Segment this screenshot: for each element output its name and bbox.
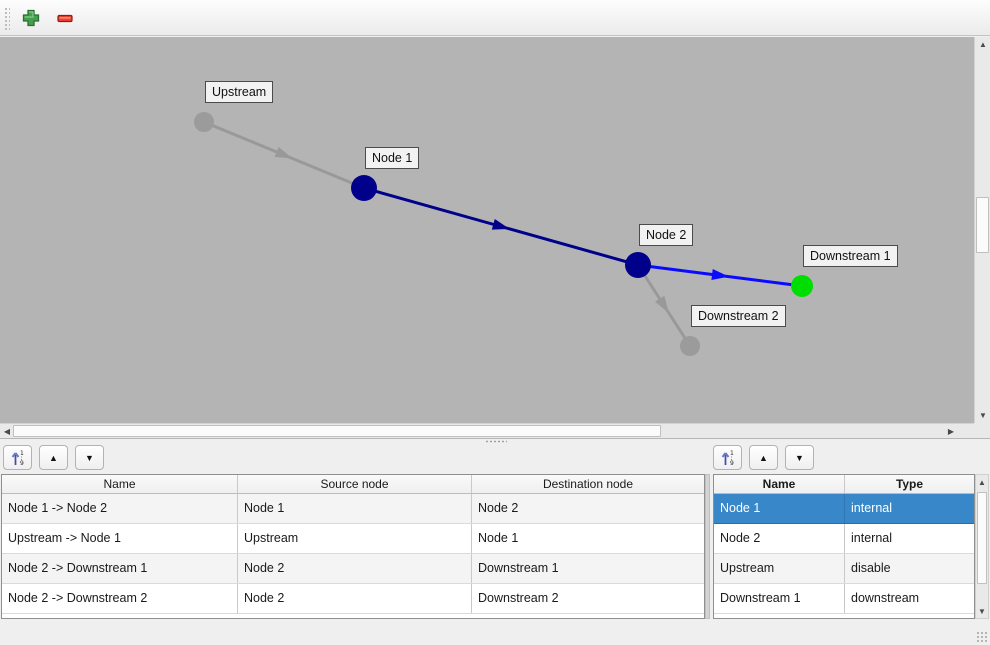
- move-up-icon: ▲: [49, 452, 58, 463]
- table-cell: Downstream 2: [478, 591, 559, 605]
- edges-table-vscrollbar[interactable]: [705, 474, 710, 619]
- table-cell: Node 2 -> Downstream 1: [2, 554, 238, 583]
- scroll-up-icon[interactable]: ▲: [975, 37, 990, 52]
- scroll-down-icon[interactable]: ▼: [975, 408, 990, 423]
- plus-icon: [22, 9, 40, 26]
- nodes-toolbar: 1 9 ▲ ▼: [713, 445, 814, 471]
- graph-node-Downstream 1[interactable]: [791, 275, 813, 297]
- column-header[interactable]: Name: [2, 475, 238, 493]
- hscroll-thumb[interactable]: [13, 425, 661, 437]
- edges-move-down-button[interactable]: ▼: [75, 445, 104, 470]
- column-header[interactable]: Name: [714, 475, 845, 493]
- graph-svg: [194, 112, 813, 356]
- sort-ascending-icon: 1 9: [11, 450, 24, 466]
- panel-splitter[interactable]: [0, 438, 990, 443]
- column-header[interactable]: Type: [895, 477, 924, 491]
- nodes-move-down-button[interactable]: ▼: [785, 445, 814, 470]
- nodes-move-up-button[interactable]: ▲: [749, 445, 778, 470]
- node-label-Upstream: Upstream: [205, 81, 274, 103]
- vscroll-thumb[interactable]: [977, 492, 987, 584]
- node-label-Node 2: Node 2: [639, 224, 694, 246]
- edge-arrow-icon: [655, 295, 669, 314]
- column-header[interactable]: Destination node: [542, 477, 634, 491]
- table-cell: Node 2: [238, 554, 472, 583]
- scroll-up-icon[interactable]: ▲: [978, 477, 986, 487]
- toolbar-grip[interactable]: [3, 5, 10, 30]
- scroll-left-icon[interactable]: ◀: [0, 424, 14, 439]
- svg-text:9: 9: [20, 460, 24, 466]
- table-cell: Node 1: [478, 531, 519, 545]
- table-cell: Node 1: [238, 494, 472, 523]
- svg-text:1: 1: [730, 450, 734, 457]
- graph-node-Upstream[interactable]: [194, 112, 214, 132]
- svg-text:1: 1: [20, 450, 24, 457]
- vscroll-thumb[interactable]: [976, 197, 989, 253]
- edges-move-up-button[interactable]: ▲: [39, 445, 68, 470]
- table-cell: Node 1: [714, 494, 845, 523]
- sort-ascending-icon: 1 9: [721, 450, 734, 466]
- edges-sort-button[interactable]: 1 9: [3, 445, 32, 470]
- column-header[interactable]: Source node: [238, 475, 472, 493]
- node-label-Node 1: Node 1: [365, 147, 420, 169]
- table-row[interactable]: Downstream 1 downstream: [714, 584, 974, 614]
- scroll-down-icon[interactable]: ▼: [978, 606, 986, 616]
- edges-toolbar: 1 9 ▲ ▼: [3, 445, 104, 471]
- table-cell: Node 2: [238, 584, 472, 613]
- table-cell: disable: [851, 561, 891, 575]
- move-down-icon: ▼: [85, 452, 94, 463]
- move-down-icon: ▼: [795, 452, 804, 463]
- node-label-Downstream 2: Downstream 2: [691, 305, 786, 327]
- scroll-right-icon[interactable]: ▶: [944, 424, 958, 439]
- table-cell: internal: [851, 501, 892, 515]
- table-cell: Downstream 1: [478, 561, 559, 575]
- minus-icon: [57, 14, 73, 22]
- resize-grip-icon[interactable]: [976, 631, 988, 643]
- edge-arrow-icon: [711, 269, 729, 280]
- canvas-hscrollbar[interactable]: ◀ ▶: [0, 423, 974, 439]
- node-label-Downstream 1: Downstream 1: [803, 245, 898, 267]
- table-cell: Downstream 1: [714, 584, 845, 613]
- edge-arrow-icon: [274, 146, 293, 159]
- table-cell: Node 2: [478, 501, 519, 515]
- main-toolbar: [0, 0, 990, 36]
- nodes-sort-button[interactable]: 1 9: [713, 445, 742, 470]
- table-cell: downstream: [851, 591, 920, 605]
- table-cell: Node 1 -> Node 2: [2, 494, 238, 523]
- scrollbar-corner: [974, 423, 990, 438]
- nodes-table-vscrollbar[interactable]: ▲ ▼: [975, 474, 989, 619]
- table-cell: Node 2: [714, 524, 845, 553]
- table-cell: Upstream: [714, 554, 845, 583]
- edge-arrow-icon: [491, 219, 510, 230]
- graph-node-Node 2[interactable]: [625, 252, 651, 278]
- table-row[interactable]: Node 1 internal: [714, 494, 974, 524]
- nodes-table-header: Name Type: [714, 475, 974, 494]
- splitter-handle-icon: [485, 440, 507, 443]
- add-button[interactable]: [18, 5, 44, 31]
- move-up-icon: ▲: [759, 452, 768, 463]
- table-cell: Upstream: [238, 524, 472, 553]
- table-row[interactable]: Upstream disable: [714, 554, 974, 584]
- table-cell: internal: [851, 531, 892, 545]
- canvas-vscrollbar[interactable]: ▲ ▼: [974, 37, 990, 423]
- table-row[interactable]: Node 2 internal: [714, 524, 974, 554]
- graph-node-Downstream 2[interactable]: [680, 336, 700, 356]
- table-cell: Upstream -> Node 1: [2, 524, 238, 553]
- remove-button[interactable]: [52, 5, 78, 31]
- svg-text:9: 9: [730, 460, 734, 466]
- graph-node-Node 1[interactable]: [351, 175, 377, 201]
- table-cell: Node 2 -> Downstream 2: [2, 584, 238, 613]
